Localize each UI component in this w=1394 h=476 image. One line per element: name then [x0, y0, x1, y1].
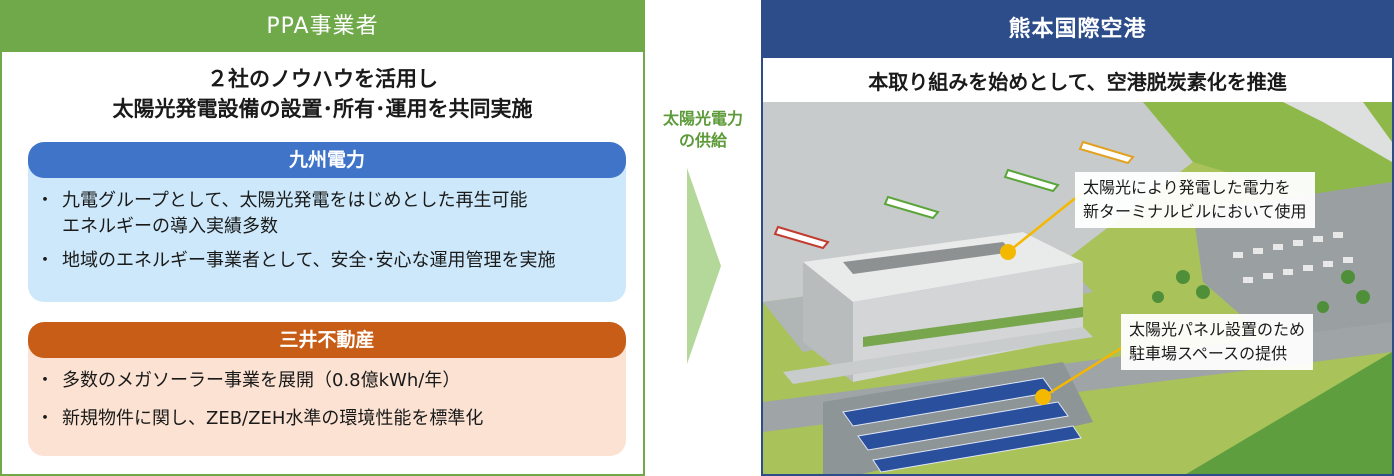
plane-green-1: [883, 195, 940, 220]
airport-title: 本取り組みを始めとして、空港脱炭素化を推進: [868, 70, 1287, 94]
callout-terminal: 太陽光により発電した電力を 新ターミナルビルにおいて使用: [1075, 172, 1315, 228]
callout-parking: 太陽光パネル設置のため 駐車場スペースの提供: [1121, 314, 1314, 370]
supply-label: 太陽光電力 の供給: [645, 108, 761, 152]
airport-illustration: [763, 102, 1392, 474]
ppa-header: PPA事業者: [2, 2, 643, 52]
kyuden-list: 九電グループとして、太陽光発電をはじめとした再生可能 エネルギーの導入実績多数 …: [28, 178, 626, 274]
callout-terminal-line-2: 新ターミナルビルにおいて使用: [1083, 202, 1307, 221]
supply-label-line-1: 太陽光電力: [662, 109, 743, 128]
mitsui-list: 多数のメガソーラー事業を展開（0.8億kWh/年） 新規物件に関し、ZEB/ZE…: [28, 358, 626, 432]
callout-parking-line-2: 駐車場スペースの提供: [1129, 344, 1288, 363]
mitsui-header: 三井不動産: [28, 322, 626, 358]
ppa-title-line-2: 太陽光発電設備の設置･所有･運用を共同実施: [112, 97, 533, 121]
kyuden-item-1: 九電グループとして、太陽光発電をはじめとした再生可能 エネルギーの導入実績多数: [28, 188, 626, 240]
mitsui-item-1: 多数のメガソーラー事業を展開（0.8億kWh/年）: [28, 368, 626, 394]
marker-dot-icon: [1000, 244, 1016, 260]
plane-yellow: [1078, 140, 1135, 165]
airport-panel: 熊本国際空港 本取り組みを始めとして、空港脱炭素化を推進: [761, 0, 1394, 476]
ppa-title: ２社のノウハウを活用し 太陽光発電設備の設置･所有･運用を共同実施: [2, 64, 643, 124]
right-arrow-icon: [687, 168, 721, 364]
callout-parking-line-1: 太陽光パネル設置のため: [1129, 320, 1306, 339]
callout-terminal-line-1: 太陽光により発電した電力を: [1083, 178, 1291, 197]
supply-label-line-2: の供給: [678, 131, 727, 150]
kyuden-item-1-line-1: 九電グループとして、太陽光発電をはじめとした再生可能: [62, 190, 528, 211]
kyuden-box: 九州電力 九電グループとして、太陽光発電をはじめとした再生可能 エネルギーの導入…: [28, 142, 626, 302]
mitsui-box: 三井不動産 多数のメガソーラー事業を展開（0.8億kWh/年） 新規物件に関し、…: [28, 322, 626, 456]
kyuden-header: 九州電力: [28, 142, 626, 178]
kyuden-item-2: 地域のエネルギー事業者として、安全･安心な運用管理を実施: [28, 248, 626, 274]
ppa-title-line-1: ２社のノウハウを活用し: [207, 67, 438, 91]
plane-red: [773, 225, 830, 250]
ppa-panel: PPA事業者 ２社のノウハウを活用し 太陽光発電設備の設置･所有･運用を共同実施…: [0, 0, 645, 476]
mitsui-item-2: 新規物件に関し、ZEB/ZEH水準の環境性能を標準化: [28, 406, 626, 432]
airport-header: 熊本国際空港: [763, 2, 1392, 58]
supply-arrow-area: 太陽光電力 の供給: [645, 0, 761, 476]
kyuden-item-1-line-2: エネルギーの導入実績多数: [62, 216, 278, 237]
plane-green-2: [1003, 168, 1060, 193]
marker-dot-icon: [1035, 389, 1051, 405]
